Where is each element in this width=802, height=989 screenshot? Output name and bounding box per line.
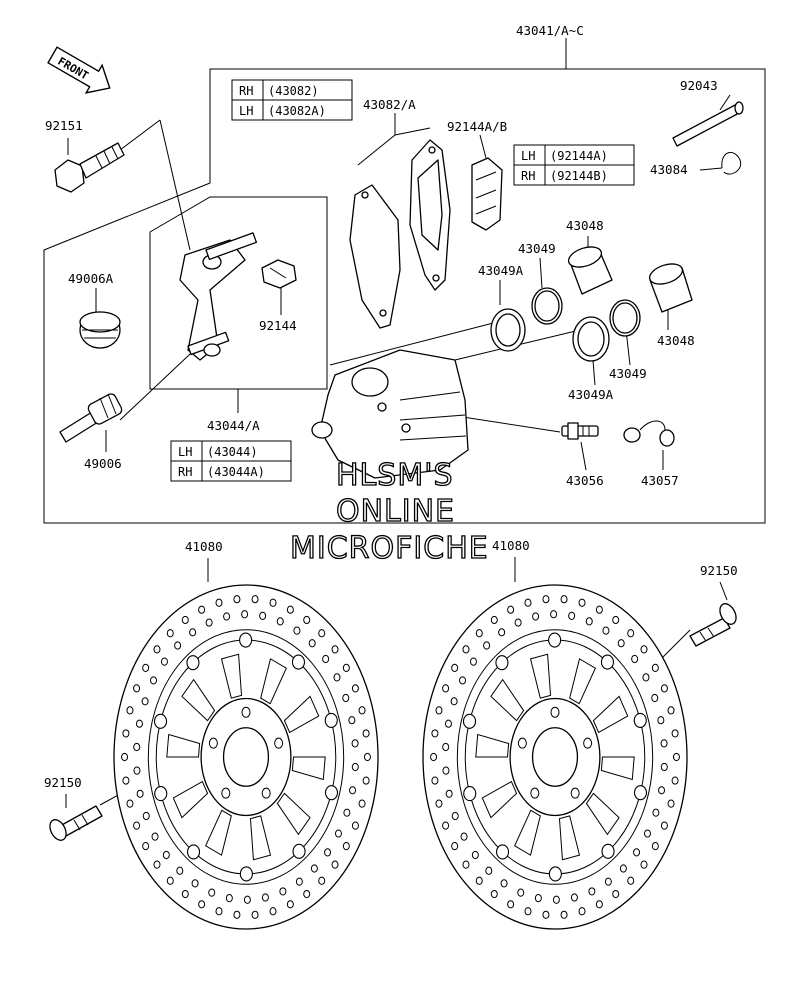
brackets-table-side-1: RH (178, 465, 192, 479)
bleed-cap-43057 (623, 420, 675, 447)
brackets-table-side-0: LH (178, 445, 192, 459)
pad-43082-back (349, 184, 401, 329)
label-43057: 43057 (641, 473, 679, 488)
label-41080-right: 41080 (492, 538, 530, 553)
pads-table-side-0: RH (239, 84, 253, 98)
watermark-line-1: ONLINE (336, 494, 455, 529)
brackets-table: LH (43044) RH (43044A) (170, 440, 292, 482)
clip-43084 (721, 152, 742, 175)
label-43044: 43044/A (207, 418, 260, 433)
pads-table-side-1: LH (239, 104, 253, 118)
bracket-43044 (179, 232, 258, 361)
pads-table-part-1: (43082A) (268, 104, 326, 118)
boot-49006a (79, 311, 121, 349)
bolt-92151 (54, 142, 125, 193)
pin-92043 (672, 101, 744, 147)
label-41080-left: 41080 (185, 539, 223, 554)
slide-pin-49006 (59, 393, 123, 443)
brake-disc-left (113, 584, 379, 930)
label-43056: 43056 (566, 473, 604, 488)
brackets-table-part-1: (43044A) (207, 465, 265, 479)
seal-43049a-top (490, 308, 526, 352)
brake-disc-right (422, 584, 688, 930)
label-43082: 43082/A (363, 97, 416, 112)
bracket-outline (149, 196, 328, 390)
springs-table-side-1: RH (521, 169, 535, 183)
seal-43049-top (531, 287, 563, 325)
disc-bolt-92150-left (49, 805, 103, 841)
label-43084: 43084 (650, 162, 688, 177)
disc-bolt-92150-right (689, 603, 737, 647)
piston-43048-right (648, 263, 693, 313)
label-43048-right: 43048 (657, 333, 695, 348)
label-43041: 43041/A~C (516, 23, 584, 38)
springs-table-part-0: (92144A) (550, 149, 608, 163)
front-arrow-icon: FRONT (47, 46, 111, 94)
label-43049a-bottom: 43049A (568, 387, 614, 402)
caliper-body (311, 349, 469, 479)
label-49006a: 49006A (68, 271, 114, 286)
label-92150-right: 92150 (700, 563, 738, 578)
springs-table-side-0: LH (521, 149, 535, 163)
label-92043: 92043 (680, 78, 718, 93)
watermark-line-0: HLSM'S (336, 458, 454, 493)
pad-43082-front (409, 139, 451, 291)
pads-table: RH (43082) LH (43082A) (231, 79, 353, 121)
label-43049a-top: 43049A (478, 263, 524, 278)
caliper-assembly-outline (43, 68, 766, 524)
springs-table-part-1: (92144B) (550, 169, 608, 183)
watermark: HLSM'S ONLINE MICROFICHE (289, 457, 489, 566)
springs-table: LH (92144A) RH (92144B) (513, 144, 635, 186)
bleed-valve-43056 (561, 422, 599, 440)
label-92151: 92151 (45, 118, 83, 133)
label-92144: 92144 (259, 318, 297, 333)
label-43049-top: 43049 (518, 241, 556, 256)
label-92144ab: 92144A/B (447, 119, 507, 134)
label-43048-top: 43048 (566, 218, 604, 233)
spring-pad-92144ab (471, 157, 503, 231)
label-49006: 49006 (84, 456, 122, 471)
spring-92144 (261, 259, 297, 289)
piston-43048-top (567, 246, 613, 295)
brackets-table-part-0: (43044) (207, 445, 258, 459)
seal-43049-bottom (609, 299, 641, 337)
seal-43049a-bottom (572, 316, 610, 362)
label-43049-bottom: 43049 (609, 366, 647, 381)
watermark-line-2: MICROFICHE (290, 531, 489, 566)
label-92150-left: 92150 (44, 775, 82, 790)
pads-table-part-0: (43082) (268, 84, 319, 98)
